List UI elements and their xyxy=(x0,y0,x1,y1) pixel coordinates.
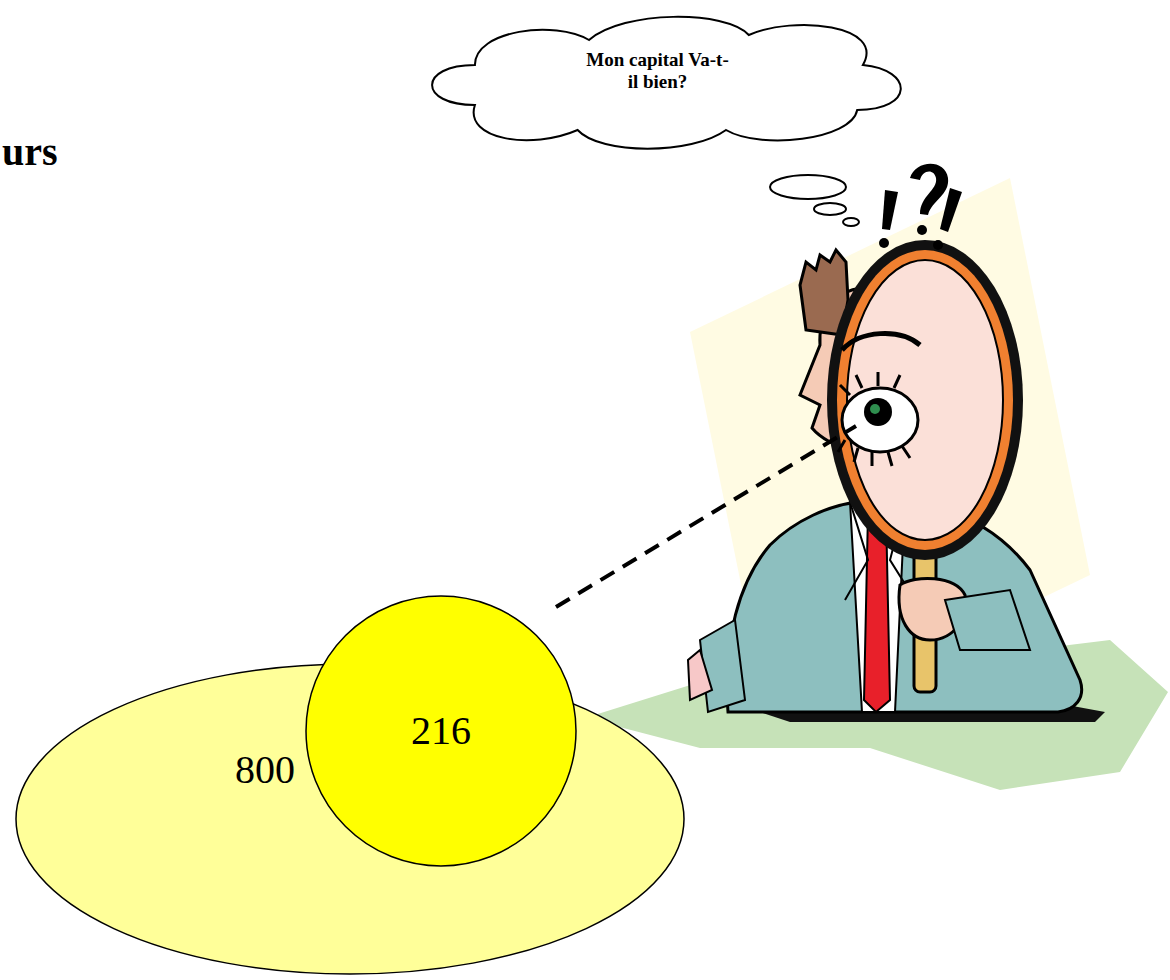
exclamation-symbol xyxy=(882,190,898,230)
thought-bubble xyxy=(843,218,859,226)
hand xyxy=(688,650,712,700)
eyelashes xyxy=(838,440,910,466)
question-symbol xyxy=(917,225,927,235)
question-symbol xyxy=(910,164,948,215)
cut-heading: urs xyxy=(2,128,58,175)
sight-line xyxy=(556,426,856,607)
exclamation-symbol xyxy=(940,188,962,232)
node-text: 216 xyxy=(411,708,471,754)
node-text: Mon capital Va-t-il bien? xyxy=(583,49,733,93)
cloud-shape xyxy=(432,17,901,149)
eye-white xyxy=(842,388,918,452)
sleeve xyxy=(945,590,1030,650)
backdrop-card xyxy=(690,178,1090,728)
node-text: 800 xyxy=(235,747,295,793)
part-circle: 216 xyxy=(305,595,577,867)
thought-bubble xyxy=(770,175,846,199)
circle-shape xyxy=(306,596,576,866)
thought-cloud: Mon capital Va-t-il bien? xyxy=(395,5,920,155)
iris xyxy=(870,404,880,414)
eyelashes xyxy=(840,372,900,395)
thought-bubble xyxy=(814,203,846,215)
magnifier-ring xyxy=(837,250,1013,550)
exclamation-symbol xyxy=(879,238,889,248)
magnifier-rim xyxy=(827,240,1023,560)
exclamation-symbol xyxy=(933,240,943,250)
sleeve xyxy=(700,620,745,712)
pupil xyxy=(864,398,892,426)
eyebrow xyxy=(842,334,920,350)
